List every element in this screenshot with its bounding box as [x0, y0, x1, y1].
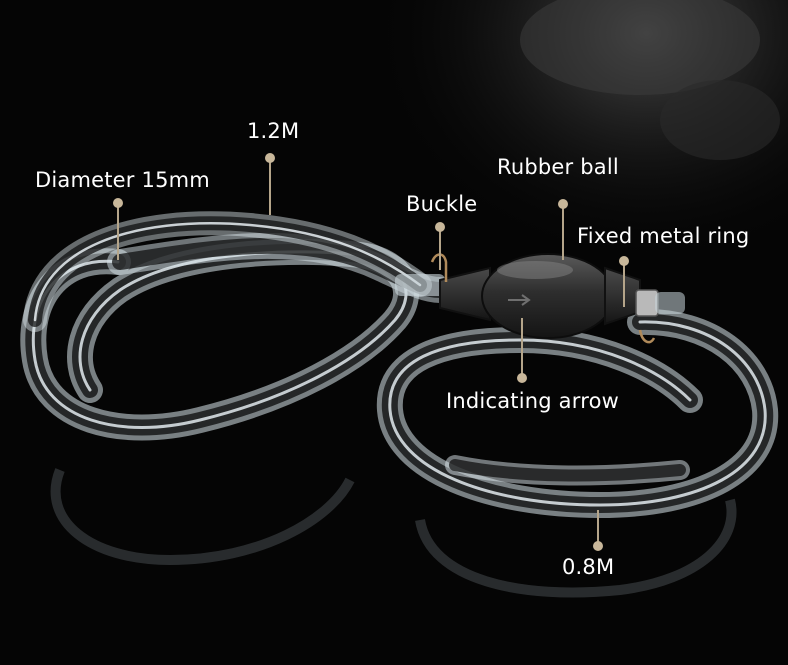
hose-connector-right	[655, 292, 685, 314]
marker-indicating-arrow	[517, 373, 527, 383]
leader-rubber-ball	[562, 205, 564, 260]
pump-assembly	[395, 253, 685, 344]
label-buckle: Buckle	[406, 192, 478, 216]
marker-diameter	[113, 198, 123, 208]
ring-clip	[638, 329, 656, 344]
hose-connector-left	[395, 274, 445, 296]
marker-rubber-ball	[558, 199, 568, 209]
label-indicating-arrow: Indicating arrow	[446, 389, 619, 413]
label-length-short: 0.8M	[562, 555, 615, 579]
pump-cap-left	[439, 266, 491, 322]
indicating-arrow-mark	[508, 294, 531, 306]
leader-diameter	[117, 205, 119, 260]
leader-metal-ring	[623, 262, 625, 307]
leader-length-short	[597, 510, 599, 546]
leader-indicating-arrow	[521, 318, 523, 380]
label-rubber-ball: Rubber ball	[497, 155, 619, 179]
label-length-long: 1.2M	[247, 119, 300, 143]
marker-metal-ring	[619, 256, 629, 266]
marker-length-long	[265, 153, 275, 163]
rubber-ball-highlight	[497, 261, 573, 279]
hose-reflection	[50, 468, 737, 598]
leader-buckle	[439, 228, 441, 270]
metal-ring	[635, 289, 659, 317]
background-blur-flower-2	[660, 80, 780, 160]
label-diameter: Diameter 15mm	[35, 168, 210, 192]
background-blur-flower	[520, 0, 760, 95]
label-metal-ring: Fixed metal ring	[577, 224, 750, 248]
leader-length-long	[269, 160, 271, 215]
marker-buckle	[435, 222, 445, 232]
hose-short	[376, 308, 779, 519]
marker-length-short	[593, 541, 603, 551]
